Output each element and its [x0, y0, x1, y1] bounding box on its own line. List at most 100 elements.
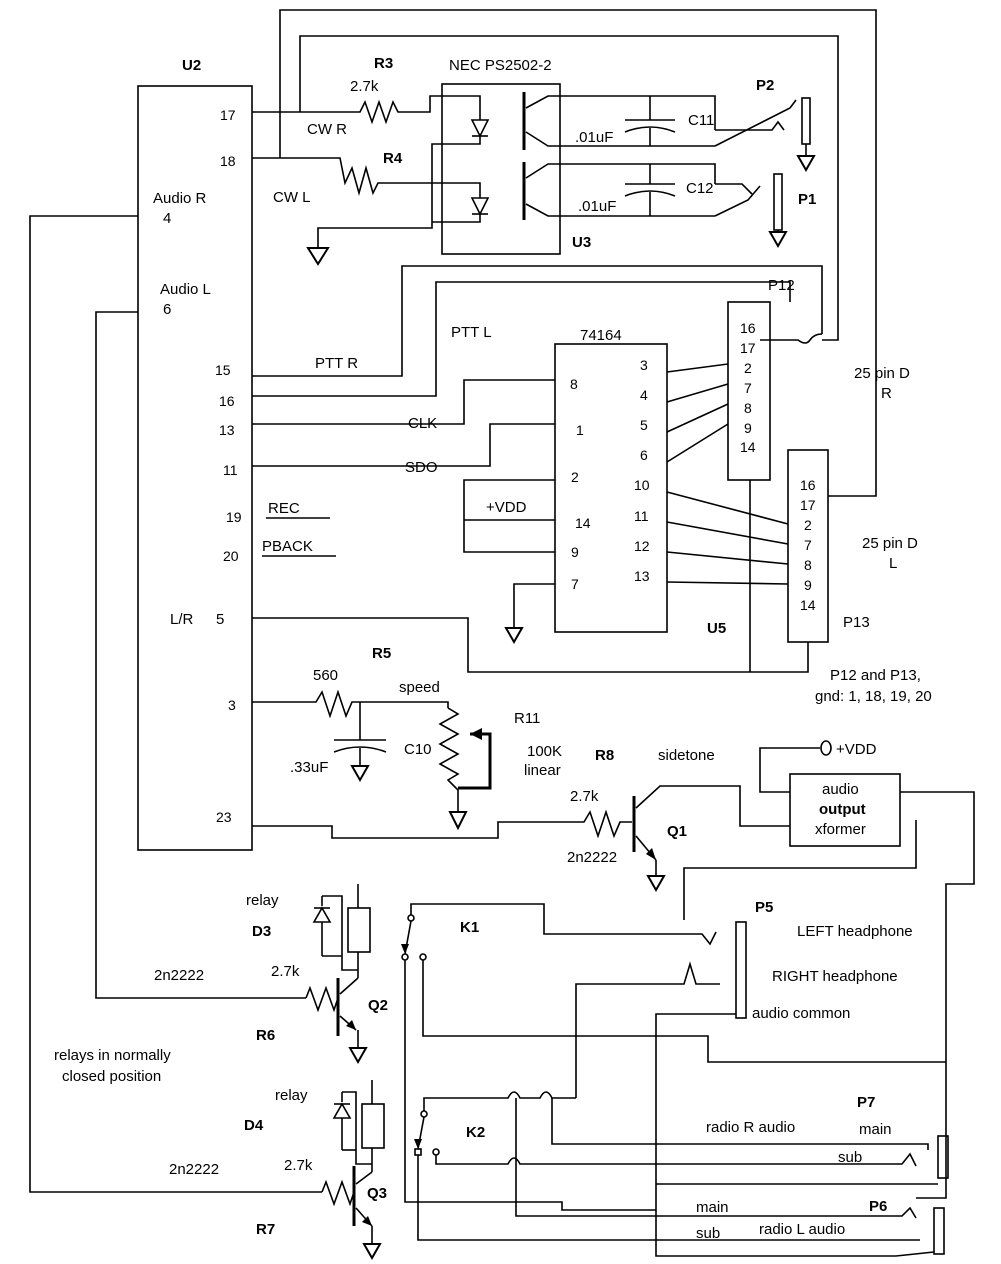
sidetone-section: R8 2.7k sidetone Q1 2n2222 audio output … [252, 740, 975, 1199]
c10-value: .33uF [290, 759, 328, 776]
c11-value: .01uF [575, 129, 613, 146]
q2-part: 2n2222 [154, 967, 204, 984]
u3-part: NEC PS2502-2 [449, 57, 552, 74]
xfmr-line2: output [819, 801, 866, 818]
r6-value: 2.7k [271, 963, 300, 980]
left-headphone-label: LEFT headphone [797, 923, 913, 940]
c12-value: .01uF [578, 198, 616, 215]
c12-ref: C12 [686, 180, 714, 197]
gnd-note-line2: gnd: 1, 18, 19, 20 [815, 688, 932, 705]
u5-ref: U5 [707, 620, 726, 637]
u5-pin: 12 [634, 538, 650, 554]
u2-lr-pin: 5 [216, 611, 224, 628]
u5-part: 74164 [580, 327, 622, 344]
c10-ref: C10 [404, 741, 432, 758]
audio-l-wire [95, 311, 306, 999]
p1-ref: P1 [798, 191, 816, 208]
k2-section: relay D4 2n2222 2.7k R7 Q3 K2 [169, 1080, 920, 1261]
u5-pin: 2 [571, 469, 579, 485]
q1-part: 2n2222 [567, 849, 617, 866]
r7-value: 2.7k [284, 1157, 313, 1174]
u5-pin: 7 [571, 576, 579, 592]
q3-ref: Q3 [367, 1185, 387, 1202]
p5-ref: P5 [755, 899, 773, 916]
p13-pin: 16 [800, 477, 816, 493]
p12-pin: 8 [744, 400, 752, 416]
p7-jack: P7 main sub radio R audio [656, 1094, 949, 1185]
c11-ref: C11 [688, 112, 714, 129]
r6-ref: R6 [256, 1027, 275, 1044]
p12-pin: 17 [740, 340, 756, 356]
u2-lr-label: L/R [170, 611, 194, 628]
u5-pin: 10 [634, 477, 650, 493]
audio-r-wire [29, 215, 322, 1193]
k1-section: relay D3 2n2222 2.7k R6 Q2 K1 [154, 884, 946, 1211]
p13-pin: 9 [804, 577, 812, 593]
u5-pin: 1 [576, 422, 584, 438]
u3-ref: U3 [572, 234, 591, 251]
p6-ref: P6 [869, 1198, 887, 1215]
p13-pin: 14 [800, 597, 816, 613]
p6-main-label: main [696, 1199, 729, 1216]
dsub-l-line2: L [889, 555, 897, 572]
u2-audio-r-label: Audio R [153, 190, 207, 207]
p12-pin: 14 [740, 439, 756, 455]
u2-audio-l-pin: 6 [163, 301, 171, 318]
u2-block: U2 Audio R 4 Audio L 6 L/R 5 17 18 15 16… [137, 57, 253, 851]
p13-pin: 7 [804, 537, 812, 553]
dsub-r-line2: R [881, 385, 892, 402]
p13-pin: 17 [800, 497, 816, 513]
dsub-l-line1: 25 pin D [862, 535, 918, 552]
q1-ref: Q1 [667, 823, 687, 840]
r7-ref: R7 [256, 1221, 275, 1238]
u2-pin: 13 [219, 422, 235, 438]
net-vdd: +VDD [486, 499, 527, 516]
q2-ref: Q2 [368, 997, 388, 1014]
net-sidetone: sidetone [658, 747, 715, 764]
u2-pin: 15 [215, 362, 231, 378]
r5-value: 560 [313, 667, 338, 684]
net-ptt-r: PTT R [315, 355, 358, 372]
r5-ref: R5 [372, 645, 391, 662]
gnd-note-line1: P12 and P13, [830, 667, 921, 684]
radio-l-label: radio L audio [759, 1221, 845, 1238]
u2-pin: 3 [228, 697, 236, 713]
p12-pin: 2 [744, 360, 752, 376]
u2-pin: 16 [219, 393, 235, 409]
xfmr-line3: xformer [815, 821, 866, 838]
q3-part: 2n2222 [169, 1161, 219, 1178]
p12-ref: P12 [768, 277, 795, 294]
net-speed: speed [399, 679, 440, 696]
p7-sub-label: sub [838, 1149, 862, 1166]
r11-ref: R11 [514, 710, 540, 727]
r8-ref: R8 [595, 747, 614, 764]
u5-pin: 3 [640, 357, 648, 373]
r3-value: 2.7k [350, 78, 379, 95]
d4-relay-label: relay [275, 1087, 308, 1104]
u2-ref: U2 [182, 57, 201, 74]
net-rec: REC [268, 500, 300, 517]
u5-pin: 13 [634, 568, 650, 584]
relay-note-line2: closed position [62, 1068, 161, 1085]
speed-section: R5 560 speed .33uF C10 R11 100K linear [252, 645, 562, 831]
r11-value2: linear [524, 762, 561, 779]
u2-audio-r-pin: 4 [163, 210, 171, 227]
net-sdo: SDO [405, 459, 438, 476]
net-clk: CLK [408, 415, 437, 432]
p5-jack: P5 LEFT headphone RIGHT headphone audio … [575, 899, 913, 1257]
p13-pin: 8 [804, 557, 812, 573]
u2-pin: 18 [220, 153, 236, 169]
d4-ref: D4 [244, 1117, 264, 1134]
net-ptt-l: PTT L [451, 324, 492, 341]
u5-pin: 4 [640, 387, 648, 403]
logic-section: PTT R PTT L CLK SDO REC PBACK +VDD 74164… [252, 265, 932, 705]
u5-pin: 9 [571, 544, 579, 560]
u5-pin: 14 [575, 515, 591, 531]
dsub-r-line1: 25 pin D [854, 365, 910, 382]
u2-pin: 17 [220, 107, 236, 123]
r4-ref: R4 [383, 150, 403, 167]
k1-ref: K1 [460, 919, 479, 936]
cw-section: R3 2.7k CW R R4 CW L NEC PS2502-2 U3 C11 [252, 9, 877, 497]
r11-value1: 100K [527, 743, 562, 760]
net-pback: PBACK [262, 538, 313, 555]
